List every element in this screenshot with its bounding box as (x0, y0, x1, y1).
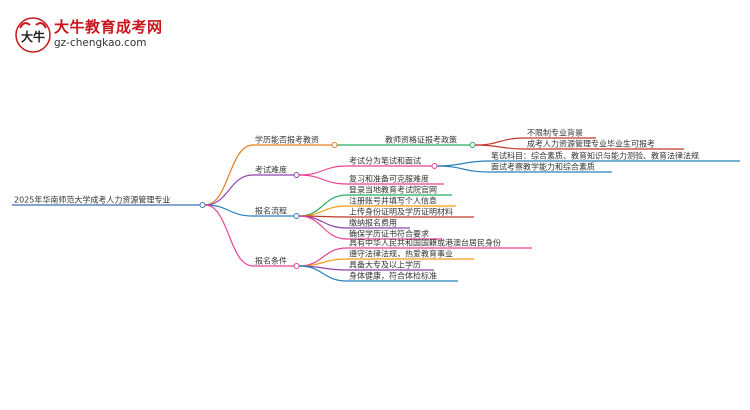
edge-registration-step-1 (298, 194, 348, 217)
leaf-label-pay-fee: 缴纳报名费用 (349, 218, 397, 228)
edge-requirements-item-1 (298, 247, 348, 267)
branch-label-registration-process: 报名流程 (255, 206, 287, 216)
logo-url[interactable]: gz-chengkao.com (54, 37, 147, 49)
leaf-label-no-restriction: 不限制专业背景 (527, 128, 583, 138)
leaf-label-login: 登录当地教育考试院官网 (349, 185, 437, 195)
edge-policy-leaf-2 (474, 144, 526, 150)
leaf-label-graduates-eligible: 成考人力资源管理专业毕业生可报考 (527, 139, 655, 149)
leaf-label-law-abiding: 遵守法律法规，热爱教育事业 (349, 249, 453, 259)
root-node-label: 2025年华南师范大学成考人力资源管理专业 (14, 195, 170, 205)
branch-label-requirements: 报名条件 (255, 256, 287, 266)
leaf-label-interview: 面试考察教学能力和综合素质 (491, 162, 595, 172)
edge-root-difficulty (204, 174, 254, 206)
node-label-policy: 教师资格证报考政策 (385, 135, 457, 145)
logo-title: 大牛教育成考网 (54, 18, 163, 36)
edge-root-eligibility (204, 144, 254, 206)
edge-format-leaf-1 (436, 160, 490, 167)
branch-label-eligibility: 学历能否报考教资 (255, 135, 319, 145)
edge-difficulty-prep (298, 174, 348, 185)
edge-registration-step-4 (298, 215, 348, 229)
edge-format-leaf-2 (436, 165, 490, 173)
mind-map-nodes: 2025年华南师范大学成考人力资源管理专业 学历能否报考教资 教师资格证报考政策… (12, 128, 740, 282)
leaf-label-register: 注册账号并填写个人信息 (349, 196, 437, 206)
leaf-label-certificate: 确保学历证书符合要求 (349, 229, 429, 239)
edge-requirements-item-4 (298, 265, 348, 282)
site-logo[interactable]: 大牛 大牛教育成考网 gz-chengkao.com (14, 14, 164, 58)
edge-registration-step-2 (298, 205, 348, 217)
logo-mark-text: 大牛 (21, 29, 45, 44)
leaf-label-education: 具备大专及以上学历 (349, 260, 421, 270)
node-label-exam-format: 考试分为笔试和面试 (349, 156, 421, 166)
leaf-label-written-subjects: 笔试科目：综合素质、教育知识与能力测验、教育法律法规 (491, 151, 699, 161)
edge-root-requirements (204, 204, 254, 267)
leaf-label-nationality: 具有中华人民共和国国籍或港澳台居民身份 (349, 238, 501, 248)
edge-root-registration (204, 204, 254, 217)
leaf-label-health: 身体健康，符合体检标准 (349, 271, 437, 281)
leaf-label-upload: 上传身份证明及学历证明材料 (349, 207, 453, 217)
branch-label-difficulty: 考试难度 (255, 165, 287, 175)
node-label-preparation: 复习和准备可克服难度 (349, 174, 429, 184)
edge-registration-step-5 (298, 215, 348, 240)
edge-policy-leaf-1 (474, 137, 526, 146)
edge-difficulty-format (298, 165, 348, 176)
bull-logo-icon: 大牛 (15, 17, 51, 53)
mind-map-edges (204, 137, 526, 282)
